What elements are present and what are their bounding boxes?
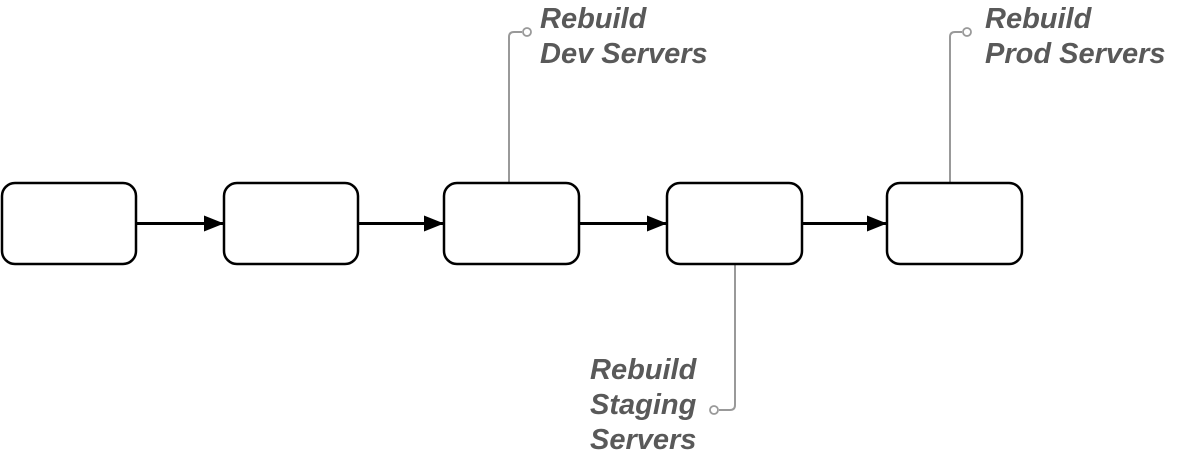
annotation-prod-servers: Rebuild Prod Servers xyxy=(985,2,1166,72)
process-node-5 xyxy=(885,181,1024,266)
annotation-line: Rebuild xyxy=(540,3,647,35)
annotation-line: Staging xyxy=(590,389,697,421)
callout-line-staging-servers xyxy=(719,263,736,411)
annotation-dev-servers: Rebuild Dev Servers xyxy=(540,2,708,72)
annotation-line: Rebuild xyxy=(590,354,697,386)
process-node-2 xyxy=(222,181,360,266)
process-node-1 xyxy=(0,181,138,266)
process-node-3 xyxy=(442,181,581,266)
annotation-line: Servers xyxy=(590,424,697,456)
annotation-line: Prod Servers xyxy=(985,38,1166,70)
callout-line-prod-servers xyxy=(949,31,962,184)
annotation-line: Dev Servers xyxy=(540,38,708,70)
annotation-staging-servers: Rebuild Staging Servers xyxy=(590,353,696,458)
annotation-line: Rebuild xyxy=(985,3,1092,35)
callout-anchor-staging-servers xyxy=(709,405,719,415)
process-node-4 xyxy=(665,181,804,266)
callout-anchor-dev-servers xyxy=(522,27,532,37)
callout-anchor-prod-servers xyxy=(962,27,972,37)
callout-line-dev-servers xyxy=(508,31,522,184)
